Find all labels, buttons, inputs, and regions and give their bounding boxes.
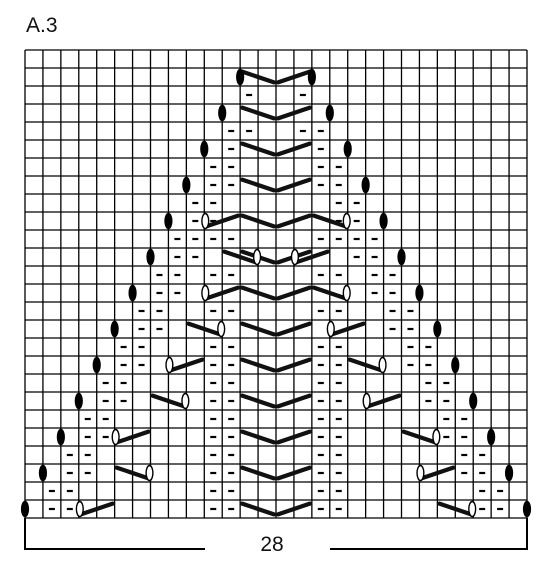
decrease-bar-symbol bbox=[240, 393, 277, 409]
yarn-over-open-symbol bbox=[432, 428, 441, 446]
width-bracket bbox=[24, 518, 528, 550]
yarn-over-open-symbol bbox=[165, 356, 174, 374]
yarn-over-filled-symbol bbox=[469, 392, 478, 410]
decrease-bar-symbol bbox=[240, 285, 277, 301]
yarn-over-open-symbol bbox=[378, 356, 387, 374]
decrease-bar-symbol bbox=[78, 501, 115, 517]
yarn-over-filled-symbol bbox=[433, 320, 442, 338]
decrease-bar-symbol bbox=[275, 393, 312, 409]
stitch-count-label: 28 bbox=[237, 533, 307, 557]
yarn-over-open-symbol bbox=[181, 392, 190, 410]
decrease-bar-symbol bbox=[275, 69, 312, 85]
yarn-over-filled-symbol bbox=[200, 140, 209, 158]
decrease-bar-symbol bbox=[401, 429, 438, 445]
decrease-bar-symbol bbox=[275, 429, 312, 445]
decrease-bar-symbol bbox=[365, 393, 402, 409]
yarn-over-filled-symbol bbox=[146, 248, 155, 266]
decrease-bar-symbol bbox=[275, 465, 312, 481]
decrease-bar-symbol bbox=[293, 249, 330, 265]
decrease-bar-symbol bbox=[275, 177, 312, 193]
decrease-bar-symbol bbox=[240, 357, 277, 373]
decrease-bar-symbol bbox=[240, 321, 277, 337]
decrease-bar-symbol bbox=[222, 249, 259, 265]
decrease-bar-symbol bbox=[114, 429, 151, 445]
yarn-over-open-symbol bbox=[362, 392, 371, 410]
yarn-over-open-symbol bbox=[342, 212, 351, 230]
decrease-bar-symbol bbox=[240, 69, 277, 85]
yarn-over-filled-symbol bbox=[504, 464, 514, 482]
yarn-over-filled-symbol bbox=[110, 320, 119, 338]
yarn-over-filled-symbol bbox=[236, 68, 245, 86]
decrease-bar-symbol bbox=[240, 141, 277, 157]
decrease-bar-symbol bbox=[204, 213, 241, 229]
decrease-bar-symbol bbox=[275, 213, 312, 229]
yarn-over-filled-symbol bbox=[522, 500, 532, 518]
yarn-over-filled-symbol bbox=[451, 356, 460, 374]
decrease-bar-symbol bbox=[311, 285, 348, 301]
decrease-bar-symbol bbox=[275, 285, 312, 301]
yarn-over-open-symbol bbox=[75, 500, 84, 518]
yarn-over-filled-symbol bbox=[397, 248, 406, 266]
decrease-bar-symbol bbox=[240, 501, 277, 517]
yarn-over-filled-symbol bbox=[164, 212, 173, 230]
yarn-over-filled-symbol bbox=[56, 428, 65, 446]
yarn-over-filled-symbol bbox=[182, 176, 191, 194]
yarn-over-open-symbol bbox=[326, 320, 335, 338]
yarn-over-filled-symbol bbox=[92, 356, 101, 374]
yarn-over-open-symbol bbox=[290, 248, 300, 266]
yarn-over-open-symbol bbox=[468, 500, 477, 518]
decrease-bar-symbol bbox=[240, 177, 277, 193]
yarn-over-open-symbol bbox=[201, 212, 210, 230]
yarn-over-open-symbol bbox=[342, 284, 351, 302]
decrease-bar-symbol bbox=[275, 105, 312, 121]
yarn-over-filled-symbol bbox=[325, 104, 334, 122]
yarn-over-open-symbol bbox=[416, 464, 425, 482]
decrease-bar-symbol bbox=[275, 141, 312, 157]
decrease-bar-symbol bbox=[275, 501, 312, 517]
decrease-bar-symbol bbox=[311, 213, 348, 229]
decrease-bar-symbol bbox=[275, 321, 312, 337]
decrease-bar-symbol bbox=[186, 321, 223, 337]
chart-symbols bbox=[20, 68, 532, 518]
yarn-over-filled-symbol bbox=[74, 392, 83, 410]
yarn-over-open-symbol bbox=[252, 248, 262, 266]
decrease-bar-symbol bbox=[114, 465, 151, 481]
yarn-over-filled-symbol bbox=[218, 104, 227, 122]
decrease-bar-symbol bbox=[419, 465, 456, 481]
decrease-bar-symbol bbox=[240, 213, 277, 229]
yarn-over-filled-symbol bbox=[379, 212, 388, 230]
decrease-bar-symbol bbox=[150, 393, 187, 409]
decrease-bar-symbol bbox=[437, 501, 474, 517]
yarn-over-filled-symbol bbox=[361, 176, 370, 194]
yarn-over-filled-symbol bbox=[128, 284, 137, 302]
yarn-over-filled-symbol bbox=[38, 464, 48, 482]
decrease-bar-symbol bbox=[347, 357, 384, 373]
yarn-over-filled-symbol bbox=[487, 428, 496, 446]
yarn-over-open-symbol bbox=[145, 464, 154, 482]
yarn-over-filled-symbol bbox=[343, 140, 352, 158]
yarn-over-open-symbol bbox=[201, 284, 210, 302]
decrease-bar-symbol bbox=[275, 357, 312, 373]
decrease-bar-symbol bbox=[168, 357, 205, 373]
yarn-over-filled-symbol bbox=[20, 500, 30, 518]
yarn-over-filled-symbol bbox=[307, 68, 316, 86]
decrease-bar-symbol bbox=[240, 465, 277, 481]
decrease-bar-symbol bbox=[240, 105, 277, 121]
decrease-bar-symbol bbox=[240, 429, 277, 445]
chart-grid bbox=[24, 49, 528, 519]
yarn-over-open-symbol bbox=[217, 320, 226, 338]
yarn-over-open-symbol bbox=[111, 428, 120, 446]
yarn-over-filled-symbol bbox=[415, 284, 424, 302]
decrease-bar-symbol bbox=[329, 321, 366, 337]
chart-title: A.3 bbox=[26, 14, 58, 37]
decrease-bar-symbol bbox=[204, 285, 241, 301]
